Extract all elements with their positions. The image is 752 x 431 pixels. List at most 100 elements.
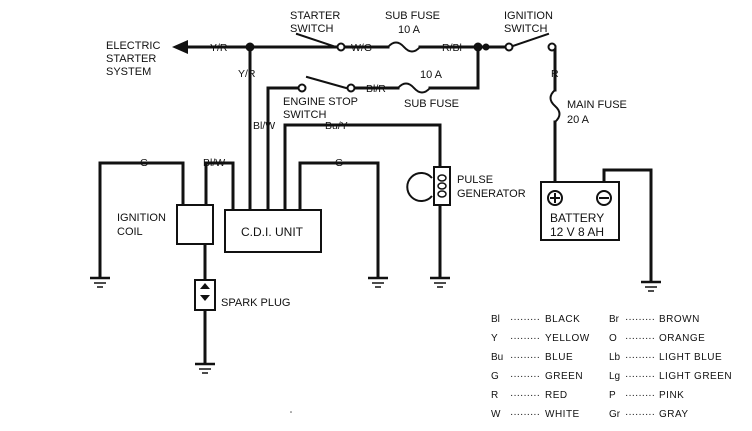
legend-code: P — [609, 390, 616, 401]
wire-label-y-r-left: Y/R — [210, 42, 228, 54]
legend-code: O — [609, 333, 617, 344]
legend-code: Br — [609, 314, 620, 325]
ground-icon — [90, 276, 110, 288]
legend-color: GRAY — [659, 409, 689, 420]
wire-label-g-coil: G — [140, 157, 148, 169]
legend-color: LIGHT BLUE — [659, 352, 722, 363]
legend-color: LIGHT GREEN — [659, 371, 732, 382]
pulse-coil-icon — [437, 190, 447, 198]
wire-label-bl-w-cdi: Bl/W — [253, 120, 275, 132]
arrow-icon — [172, 40, 188, 54]
legend-code: Gr — [609, 409, 621, 420]
label-sub-fuse-top-1: SUB FUSE — [385, 10, 440, 22]
ignition-switch-terminal — [504, 42, 514, 52]
engine-stop-switch-lever — [305, 75, 348, 90]
legend-dots: ········· — [625, 409, 655, 420]
sub-fuse-top-symbol — [386, 41, 422, 53]
legend-color: YELLOW — [545, 333, 590, 344]
legend-color: GREEN — [545, 371, 583, 382]
spark-gap-icon — [200, 283, 210, 289]
label-ignition-switch-1: IGNITION — [504, 10, 553, 22]
legend-dots: ········· — [625, 333, 655, 344]
label-ignition-coil-1: IGNITION — [117, 212, 166, 224]
wire-label-g-cdi: G — [335, 157, 343, 169]
legend-color: WHITE — [545, 409, 580, 420]
label-engine-stop-1: ENGINE STOP — [283, 96, 358, 108]
wire-label-bl-w-coil: Bl/W — [203, 157, 225, 169]
legend-color: BROWN — [659, 314, 700, 325]
label-battery-2: 12 V 8 AH — [550, 225, 604, 239]
label-pulse-generator-1: PULSE — [457, 174, 493, 186]
wire-label-w-g: W/G — [351, 42, 372, 54]
legend-dots: ········· — [625, 390, 655, 401]
legend-dots: ········· — [510, 352, 540, 363]
legend-dots: ········· — [625, 352, 655, 363]
starter-switch-terminal — [336, 42, 346, 52]
label-main-fuse-1: MAIN FUSE — [567, 99, 627, 111]
label-pulse-generator-2: GENERATOR — [457, 188, 526, 200]
main-fuse-symbol — [549, 88, 561, 124]
ground-icon — [430, 276, 450, 288]
junction-dot — [473, 42, 483, 52]
label-battery-1: BATTERY — [550, 211, 604, 225]
legend-dots: ········· — [625, 314, 655, 325]
pulse-rotor-icon — [406, 172, 433, 202]
label-ignition-coil-2: COIL — [117, 226, 143, 238]
label-electric-starter-1: ELECTRIC — [106, 40, 160, 52]
legend-dots: ········· — [510, 390, 540, 401]
legend-dots: ········· — [510, 333, 540, 344]
label-electric-starter-2: STARTER — [106, 53, 156, 65]
label-engine-stop-2: SWITCH — [283, 109, 326, 121]
ignition-switch-terminal — [547, 42, 557, 52]
label-sub-fuse-mid: SUB FUSE — [404, 98, 459, 110]
wire-label-bu-y: Bu/Y — [325, 120, 348, 132]
label-main-fuse-2: 20 A — [567, 114, 590, 126]
label-spark-plug: SPARK PLUG — [221, 297, 291, 309]
legend-code: Lg — [609, 371, 620, 382]
legend-code: Y — [491, 333, 498, 344]
legend-dots: ········· — [510, 314, 540, 325]
label-cdi-unit: C.D.I. UNIT — [241, 225, 304, 239]
legend-dots: ········· — [625, 371, 655, 382]
legend-color: BLACK — [545, 314, 580, 325]
junction-dot — [245, 42, 255, 52]
wire-label-bl-r: Bl/R — [366, 83, 386, 95]
ignition-coil-box — [176, 204, 214, 245]
label-sub-fuse-mid-rating: 10 A — [420, 69, 443, 81]
pulse-coil-icon — [437, 182, 447, 190]
legend-color: BLUE — [545, 352, 573, 363]
legend-code: R — [491, 390, 498, 401]
sub-fuse-mid-symbol — [396, 82, 432, 94]
engine-stop-terminal — [346, 83, 356, 93]
legend-code: Bl — [491, 314, 500, 325]
label-ignition-switch-2: SWITCH — [504, 23, 547, 35]
legend-code: G — [491, 371, 499, 382]
legend-color: PINK — [659, 390, 684, 401]
wire-label-y-r-down: Y/R — [238, 68, 256, 80]
legend-code: W — [491, 409, 501, 420]
wire-label-r-bl-top: R/Bl — [442, 42, 462, 54]
label-sub-fuse-top-2: 10 A — [398, 24, 421, 36]
starter-switch-lever — [295, 32, 338, 49]
engine-stop-terminal — [297, 83, 307, 93]
junction-dot — [482, 43, 490, 51]
legend-dots: ········· — [510, 371, 540, 382]
stray-dot — [290, 411, 292, 413]
cdi-unit-box — [224, 209, 322, 253]
ignition-switch-lever — [508, 32, 550, 49]
legend-code: Bu — [491, 352, 503, 363]
legend-dots: ········· — [510, 409, 540, 420]
label-starter-switch-1: STARTER — [290, 10, 340, 22]
legend-code: Lb — [609, 352, 621, 363]
ground-icon — [195, 362, 215, 374]
legend-color: ORANGE — [659, 333, 705, 344]
ground-icon — [641, 280, 661, 292]
ground-icon — [368, 276, 388, 288]
label-starter-switch-2: SWITCH — [290, 23, 333, 35]
pulse-generator-box — [433, 166, 451, 206]
wire-color-legend: Bl ········· BLACK Y ········· YELLOW Bu ······… — [491, 314, 732, 420]
legend-color: RED — [545, 390, 568, 401]
label-electric-starter-3: SYSTEM — [106, 66, 151, 78]
pulse-coil-icon — [437, 174, 447, 182]
